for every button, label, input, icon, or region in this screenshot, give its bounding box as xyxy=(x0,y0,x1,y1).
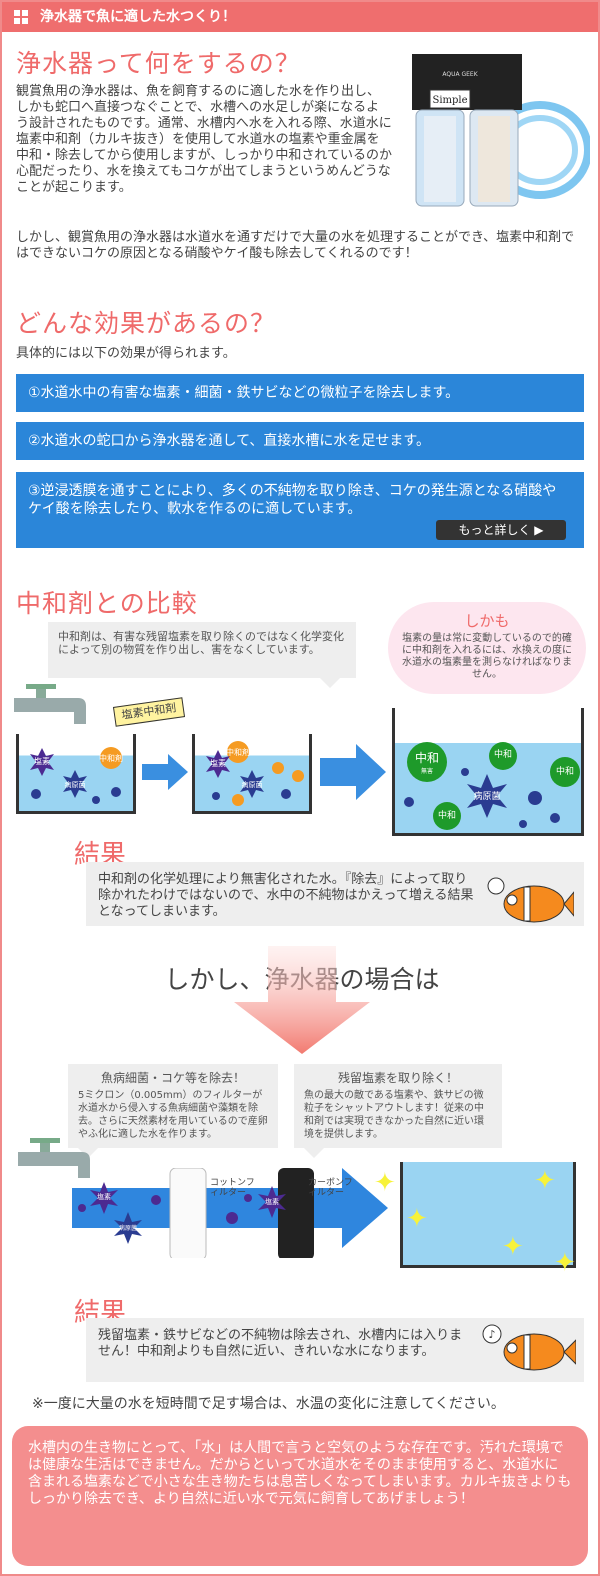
sparkle-icon-5: ✦ xyxy=(554,1248,576,1278)
more-details-button[interactable]: もっと詳しく ▶ xyxy=(436,520,566,540)
sparkle-icon: ✦ xyxy=(374,1168,396,1198)
germ-filter-body: 5ミクロン（0.005mm）のフィルターが水道水から侵入する魚病細菌や藻類を除去… xyxy=(78,1090,268,1140)
neutralizer-tag: 塩素中和剤 xyxy=(112,697,186,727)
note-text: ※一度に大量の水を短時間で足す場合は、水温の変化に注意してください。 xyxy=(32,1396,505,1412)
neutralized-label-1: 中和 xyxy=(415,750,439,765)
product-brand: AQUA GEEK xyxy=(442,71,478,78)
chlorine-filter-bubble: 残留塩素を取り除く！ 魚の最大の敵である塩素や、鉄サビの微粒子をシャットアウトし… xyxy=(294,1064,502,1158)
germ-label-4: 病原菌 xyxy=(119,1224,137,1232)
chlorine-label-4: 塩素 xyxy=(265,1197,279,1206)
effects-lead: 具体的には以下の効果が得られます。 xyxy=(16,346,236,361)
result-box-2: 残留塩素・鉄サビなどの不純物は除去され、水槽内には入りません！中和剤よりも自然に… xyxy=(86,1318,584,1382)
chlorine-label-1: 塩素 xyxy=(34,756,50,766)
effect-item-2: ②水道水の蛇口から浄水器を通して、直接水槽に水を足せます。 xyxy=(16,422,584,460)
carbon-filter-label: カーボンフィルター xyxy=(308,1178,353,1198)
header-title: 浄水器で魚に適した水つくり！ xyxy=(40,9,236,25)
germ-label-1: 病原菌 xyxy=(65,780,86,789)
effects-heading: どんな効果があるの？ xyxy=(16,309,277,338)
closing-box: 水槽内の生き物にとって、「水」は人間で言うと空気のような存在です。汚れた環境では… xyxy=(12,1426,588,1566)
intro-body-2: しかし、観賞魚用の浄水器は水道水を通すだけで大量の水を処理することができ、塩素中… xyxy=(16,230,575,261)
germ-filter-title: 魚病細菌・コケ等を除去！ xyxy=(100,1071,245,1085)
neutral-label-2: 中和剤 xyxy=(226,747,250,757)
sparkle-icon-2: ✦ xyxy=(534,1166,556,1196)
effect-item-3: ③逆浸透膜を通すことにより、多くの不純物を取り除き、コケの発生源となる硝酸やケイ… xyxy=(16,472,584,548)
grid-icon xyxy=(14,10,28,24)
arrow-right-icon xyxy=(142,754,188,790)
neutral-label-1: 中和剤 xyxy=(99,753,123,763)
tank-particles: 中和剤 塩素 病原菌 中和剤 塩素 病原菌 xyxy=(30,741,304,806)
intro-body-1: 観賞魚用の浄水器は、魚を飼育するのに適した水を作り出し、しかも蛇口へ直接つなぐこ… xyxy=(16,84,392,195)
arrow-right-big-icon xyxy=(320,744,386,800)
cloud-title: しかも xyxy=(464,612,510,630)
cotton-filter-label: コットンフィルター xyxy=(210,1178,255,1198)
germ-filter-bubble: 魚病細菌・コケ等を除去！ 5ミクロン（0.005mm）のフィルターが水道水から侵… xyxy=(68,1064,278,1158)
harmless-label-1: 無害 xyxy=(421,767,433,775)
fish-happy-icon: ♪ xyxy=(482,1324,576,1371)
sparkle-icon-3: ✦ xyxy=(406,1204,428,1234)
faucet-icon xyxy=(14,684,86,724)
neutralized-label-3: 中和 xyxy=(556,765,574,777)
neutralizer-bubble: 中和剤は、有害な残留塩素を取り除くのではなく化学変化によって別の物質を作り出し、… xyxy=(48,622,356,688)
neutralized-tank-particles: 中和 無害 中和 中和 中和 病原菌 xyxy=(404,742,580,830)
cloud-body: 塩素の量は常に変動しているので的確に中和剤を入れるには、水換えの度に水道水の塩素… xyxy=(402,633,572,680)
chlorine-filter-title: 残留塩素を取り除く！ xyxy=(337,1071,458,1085)
neutralized-label-2: 中和 xyxy=(494,748,512,760)
product-name: Simple xyxy=(432,95,467,106)
cloud-note: しかも 塩素の量は常に変動しているので的確に中和剤を入れるには、水換えの度に水道… xyxy=(392,606,582,690)
arrow-down-icon xyxy=(234,946,370,1054)
chlorine-label-2: 塩素 xyxy=(210,758,226,768)
water-purifier-image: Simple AQUA GEEK xyxy=(412,54,590,207)
neutralized-label-4: 中和 xyxy=(438,809,456,821)
result-box-1: 中和剤の化学処理により無害化された水。『除去』によって取り除かれたわけではないの… xyxy=(86,862,584,926)
effect-item-1: ①水道水中の有害な塩素・細菌・鉄サビなどの微粒子を除去します。 xyxy=(16,374,584,412)
chlorine-label-3: 塩素 xyxy=(97,1192,111,1201)
compare-heading: 中和剤との比較 xyxy=(16,589,198,618)
fish-worried-icon xyxy=(487,877,574,923)
sparkle-icon-4: ✦ xyxy=(502,1232,524,1262)
chlorine-filter-body: 魚の最大の敵である塩素や、鉄サビの微粒子をシャットアウトします！従来の中和剤では… xyxy=(304,1090,484,1140)
pipe-flow: 塩素 病原菌 塩素 xyxy=(72,1168,388,1258)
germ-label-3: 病原菌 xyxy=(473,790,500,802)
intro-heading: 浄水器って何をするの？ xyxy=(16,49,301,78)
header-bar: 浄水器で魚に適した水つくり！ xyxy=(2,2,598,32)
effect-item-3-text: ③逆浸透膜を通すことにより、多くの不純物を取り除き、コケの発生源となる硝酸やケイ… xyxy=(28,483,557,517)
faucet-icon-2 xyxy=(18,1138,90,1178)
germ-label-2: 病原菌 xyxy=(242,780,263,789)
clean-tank xyxy=(400,1162,576,1268)
svg-text:♪: ♪ xyxy=(488,1328,495,1341)
